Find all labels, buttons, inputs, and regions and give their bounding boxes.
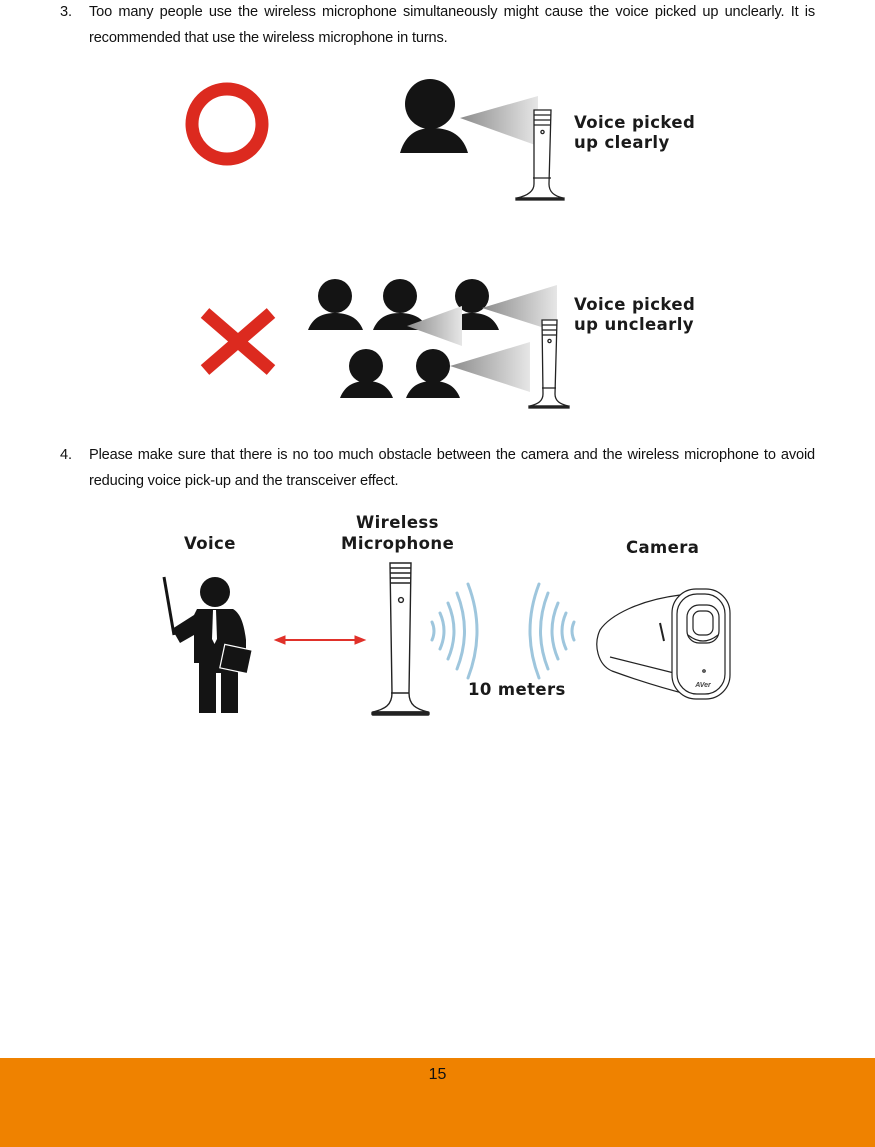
label-mic-line2: Microphone bbox=[341, 534, 455, 553]
list-item-3: 3. Too many people use the wireless micr… bbox=[60, 0, 815, 51]
list-text: Please make sure that there is no too mu… bbox=[89, 447, 815, 489]
label-voice: Voice bbox=[184, 534, 236, 553]
label-voice-clear-line1: Voice picked bbox=[574, 113, 696, 132]
microphone-icon bbox=[528, 319, 570, 409]
circle-correct-icon bbox=[185, 79, 565, 201]
label-camera: Camera bbox=[626, 538, 700, 557]
cross-incorrect-icon bbox=[200, 279, 570, 409]
list-item-4: 4. Please make sure that there is no too… bbox=[60, 442, 815, 494]
label-distance: 10 meters bbox=[468, 680, 566, 699]
double-arrow-icon bbox=[273, 635, 367, 645]
label-voice-unclear-line2: up unclearly bbox=[574, 315, 694, 334]
wireless-microphone-icon bbox=[371, 562, 430, 716]
microphone-icon bbox=[515, 109, 565, 201]
figure-voice-unclear: Voice picked up unclearly bbox=[190, 270, 710, 415]
people-group-icon bbox=[308, 279, 499, 398]
page-number: 15 bbox=[428, 1066, 447, 1083]
tie-icon bbox=[212, 610, 217, 644]
list-text: Too many people use the wireless microph… bbox=[89, 4, 815, 46]
person-icon bbox=[400, 79, 468, 153]
camera-icon bbox=[596, 588, 731, 700]
label-voice-clear-line2: up clearly bbox=[574, 133, 670, 152]
page-footer: 15 bbox=[0, 1058, 875, 1147]
list-number: 3. bbox=[60, 4, 72, 20]
figure-voice-clear: Voice picked up clearly bbox=[170, 70, 710, 210]
wireless-signal-icon bbox=[430, 582, 576, 680]
label-voice-unclear-line1: Voice picked bbox=[574, 295, 696, 314]
label-mic-line1: Wireless bbox=[356, 513, 439, 532]
camera-brand: AVer bbox=[694, 682, 712, 689]
list-number: 4. bbox=[60, 447, 72, 463]
figure-distance: AVer Voice Wireless Microphone Camera 10… bbox=[150, 505, 750, 725]
presenter-icon bbox=[162, 576, 253, 713]
distance-diagram: AVer bbox=[162, 562, 731, 716]
